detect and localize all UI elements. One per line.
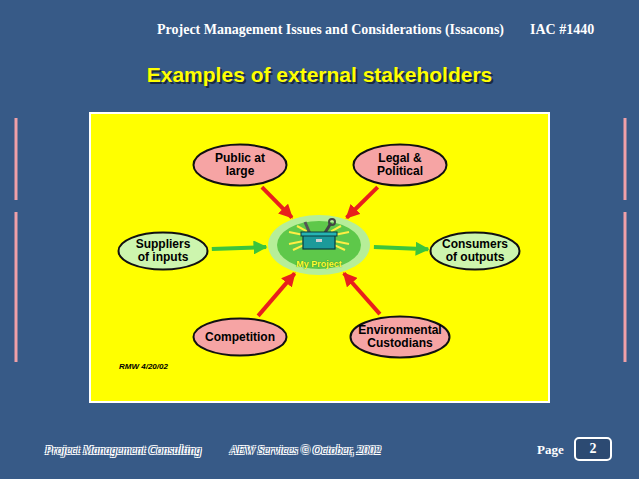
stakeholder-label: Legal & Political bbox=[373, 152, 428, 178]
stakeholder-arrow bbox=[374, 247, 428, 249]
stakeholder-ellipse: Suppliers of inputs bbox=[117, 231, 209, 271]
stakeholder-arrow bbox=[258, 273, 295, 316]
ellipse-outline bbox=[194, 145, 287, 186]
glow-ray bbox=[331, 226, 341, 231]
stakeholder-label: Suppliers of inputs bbox=[132, 238, 194, 264]
glow-ray bbox=[336, 241, 350, 244]
footer-text: Project Management Consulting bbox=[45, 443, 201, 458]
project-label: My Project bbox=[296, 259, 342, 269]
ellipse-outline bbox=[354, 145, 447, 186]
header-text: Project Management Issues and Considerat… bbox=[157, 22, 504, 38]
ellipse-outline bbox=[431, 233, 520, 270]
author-note: RMW 4/20/02 bbox=[119, 362, 168, 371]
stakeholder-arrow bbox=[347, 187, 378, 218]
glow-ray bbox=[289, 241, 303, 244]
text-holder: Environmental Custodians bbox=[349, 315, 451, 359]
stakeholder-arrow bbox=[212, 247, 266, 249]
stakeholder-arrow bbox=[262, 187, 292, 217]
text-block: Suppliers of inputs bbox=[132, 238, 194, 264]
stakeholder-label: Consumers of outputs bbox=[439, 238, 511, 264]
stakeholder-ellipse: Environmental Custodians bbox=[349, 315, 451, 359]
text-block: Competition bbox=[205, 331, 275, 344]
toolbox-lid bbox=[301, 232, 337, 236]
text-block: Public at large bbox=[215, 152, 265, 178]
diagram-panel bbox=[90, 113, 549, 402]
stakeholder-label: Public at large bbox=[215, 152, 265, 178]
glow-ray bbox=[297, 226, 307, 231]
ellipse-outline bbox=[119, 233, 208, 270]
side-bar bbox=[624, 118, 627, 200]
project-ellipse: My Project bbox=[267, 214, 371, 276]
stakeholder-ellipse: Public at large bbox=[192, 143, 288, 187]
text-holder: Legal & Political bbox=[352, 143, 448, 187]
page-number: 2 bbox=[574, 437, 612, 461]
stakeholder-arrow bbox=[344, 273, 380, 314]
text-block: My Project bbox=[296, 259, 342, 269]
text-block: Legal & Political bbox=[373, 152, 428, 178]
toolbox-body bbox=[303, 235, 335, 249]
footer-text: AEW Services © October, 2002 bbox=[230, 443, 381, 458]
page-label: Page bbox=[537, 442, 564, 458]
stakeholder-ellipse: Legal & Political bbox=[352, 143, 448, 187]
side-bar bbox=[15, 118, 18, 200]
ellipse-outline bbox=[351, 317, 450, 358]
toolbox-icon bbox=[301, 219, 337, 249]
text-block: Environmental Custodians bbox=[352, 324, 448, 350]
header-code: IAC #1440 bbox=[530, 22, 594, 38]
side-bar bbox=[15, 212, 18, 362]
ellipse-outer bbox=[268, 215, 370, 275]
stakeholder-label: Competition bbox=[205, 331, 275, 344]
slide-title: Examples of external stakeholders bbox=[0, 63, 639, 87]
stakeholder-ellipse: Competition bbox=[192, 317, 288, 357]
text-holder: Suppliers of inputs bbox=[117, 231, 209, 271]
ellipse-inner bbox=[277, 221, 361, 269]
wrench-head bbox=[329, 219, 335, 225]
side-bar bbox=[624, 212, 627, 362]
text-holder: Competition bbox=[192, 317, 288, 357]
text-holder: Consumers of outputs bbox=[429, 231, 521, 271]
glow-ray bbox=[289, 232, 303, 235]
glow-ray bbox=[336, 232, 350, 235]
toolbox-latch bbox=[316, 239, 322, 242]
stakeholder-ellipse: Consumers of outputs bbox=[429, 231, 521, 271]
ellipse-outline bbox=[194, 319, 287, 356]
stakeholder-label: Environmental Custodians bbox=[352, 324, 448, 350]
text-holder: Public at large bbox=[192, 143, 288, 187]
text-holder: My Project bbox=[267, 214, 371, 276]
text-block: Consumers of outputs bbox=[439, 238, 511, 264]
